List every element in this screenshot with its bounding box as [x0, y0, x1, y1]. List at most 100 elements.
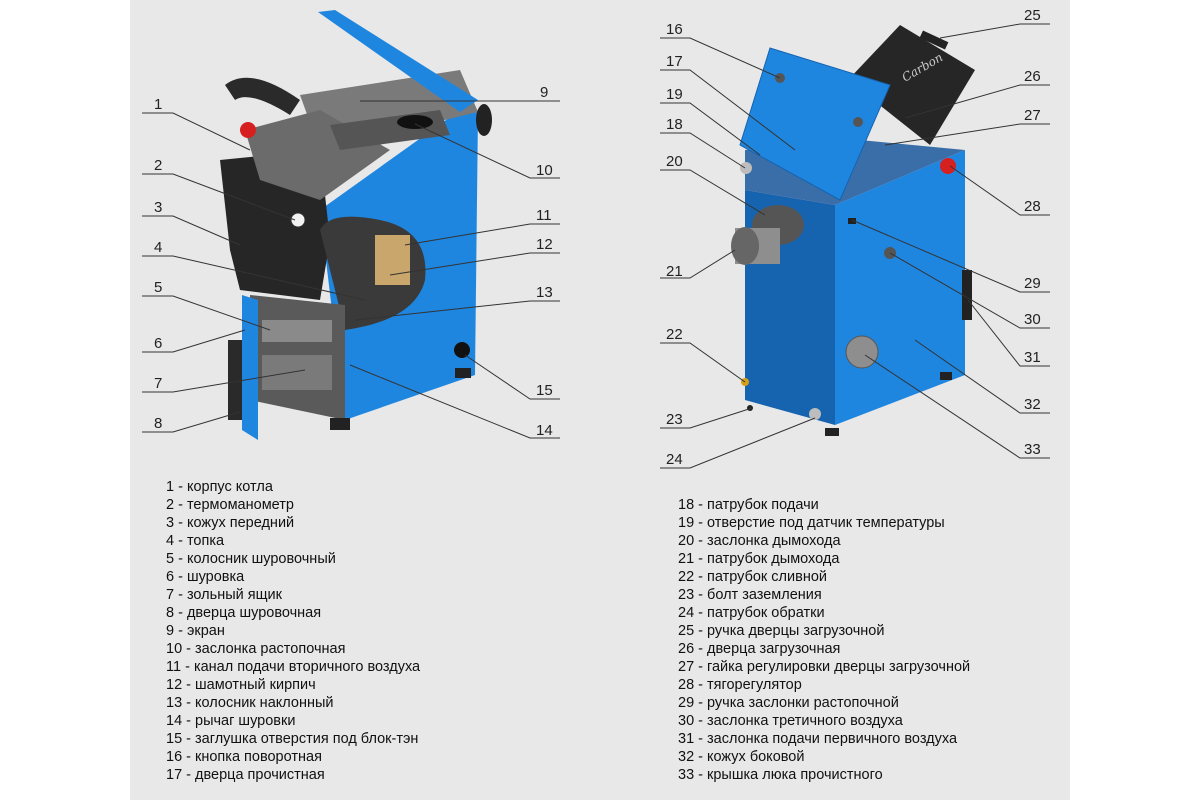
boiler-foot — [825, 428, 839, 436]
lid-handle — [225, 77, 300, 115]
boiler-rear-view: Carbon — [731, 25, 975, 436]
leader-26 — [904, 84, 1050, 119]
callout-22: 22 — [666, 326, 683, 343]
callout-6: 6 — [154, 335, 162, 352]
leader-20 — [660, 169, 766, 216]
leader-14 — [349, 364, 560, 439]
legend-item-22: 22 - патрубок сливной — [678, 569, 827, 585]
callout-4: 4 — [154, 239, 162, 256]
thermomanometer — [290, 212, 306, 228]
chimney-opening — [731, 227, 759, 265]
legend-item-26: 26 - дверца загрузочная — [678, 641, 841, 657]
grate — [262, 320, 332, 342]
legend-item-15: 15 - заглушка отверстия под блок-тэн — [166, 731, 419, 747]
boiler-foot — [330, 418, 350, 430]
legend-item-8: 8 - дверца шуровочная — [166, 605, 322, 621]
legend-item-5: 5 - колосник шуровочный — [166, 551, 336, 567]
callout-12: 12 — [536, 236, 553, 253]
leader-19 — [660, 102, 761, 156]
fire-brick — [375, 235, 410, 285]
callout-30: 30 — [1024, 311, 1041, 328]
legend-item-2: 2 - термоманометр — [166, 497, 294, 513]
legend-item-13: 13 - колосник наклонный — [166, 695, 334, 711]
legend-item-18: 18 - патрубок подачи — [678, 497, 819, 513]
legend-item-9: 9 - экран — [166, 623, 225, 639]
cleaning-hatch-door — [739, 47, 891, 201]
leader-27 — [884, 123, 1050, 146]
red-knob — [240, 122, 256, 138]
leader-29 — [851, 219, 1050, 293]
legend-item-32: 32 - кожух боковой — [678, 749, 805, 765]
draft-regulator — [940, 158, 956, 174]
legend-item-27: 27 - гайка регулировки дверцы загрузочно… — [678, 659, 971, 675]
rotary-knob — [853, 117, 863, 127]
legend-item-3: 3 - кожух передний — [166, 515, 295, 531]
callout-18: 18 — [666, 116, 683, 133]
leader-23 — [660, 407, 753, 429]
leader-28 — [949, 165, 1050, 216]
boiler-foot — [940, 372, 952, 380]
leader-25 — [939, 23, 1050, 39]
leader-22 — [660, 342, 746, 383]
legend-item-10: 10 - заслонка растопочная — [166, 641, 346, 657]
cleaning-hatch-cover — [845, 335, 879, 369]
heater-plug — [454, 342, 470, 358]
boiler-foot — [455, 368, 471, 378]
legend-left: 1 - корпус котла 2 - термоманометр 3 - к… — [166, 478, 420, 784]
legend-item-33: 33 - крышка люка прочистного — [678, 767, 883, 783]
callouts-right: 16 17 18 19 20 21 22 23 24 25 26 27 28 2… — [666, 7, 1041, 468]
legend-item-14: 14 - рычаг шуровки — [166, 713, 296, 729]
legend-item-11: 11 - канал подачи вторичного воздуха — [166, 659, 421, 675]
callouts-left: 1 2 3 4 5 6 7 8 9 10 11 12 13 14 15 — [154, 84, 553, 439]
legend-item-29: 29 - ручка заслонки растопочной — [678, 695, 899, 711]
callout-3: 3 — [154, 199, 162, 216]
boiler-front-view — [220, 10, 492, 440]
legend-item-30: 30 - заслонка третичного воздуха — [678, 713, 903, 729]
legend-item-24: 24 - патрубок обратки — [678, 605, 825, 621]
leader-16 — [660, 37, 781, 79]
callout-28: 28 — [1024, 198, 1041, 215]
leader-lines-right — [660, 23, 1050, 469]
primary-air-flap — [962, 270, 972, 320]
legend-item-23: 23 - болт заземления — [678, 587, 822, 603]
legend-item-31: 31 - заслонка подачи первичного воздуха — [678, 731, 958, 747]
callout-5: 5 — [154, 279, 162, 296]
leader-5 — [142, 295, 271, 331]
cleaning-door — [242, 295, 258, 440]
callout-33: 33 — [1024, 441, 1041, 458]
legend-item-12: 12 - шамотный кирпич — [166, 677, 316, 693]
callout-10: 10 — [536, 162, 553, 179]
leader-10 — [414, 123, 560, 179]
leader-31 — [967, 299, 1050, 367]
callout-24: 24 — [666, 451, 683, 468]
leader-3 — [142, 215, 241, 246]
legend-item-20: 20 - заслонка дымохода — [678, 533, 841, 549]
callout-8: 8 — [154, 415, 162, 432]
callout-32: 32 — [1024, 396, 1041, 413]
callout-2: 2 — [154, 157, 162, 174]
ground-bolt — [747, 405, 753, 411]
back-pipe — [476, 104, 492, 136]
callout-7: 7 — [154, 375, 162, 392]
legend-item-6: 6 - шуровка — [166, 569, 245, 585]
callout-20: 20 — [666, 153, 683, 170]
legend-item-28: 28 - тягорегулятор — [678, 677, 802, 693]
callout-17: 17 — [666, 53, 683, 70]
leader-17 — [660, 69, 796, 151]
callout-26: 26 — [1024, 68, 1041, 85]
leader-24 — [660, 417, 816, 469]
leader-8 — [142, 411, 241, 433]
leader-13 — [354, 300, 560, 321]
leader-lines-left — [142, 100, 560, 439]
callout-13: 13 — [536, 284, 553, 301]
leader-30 — [889, 252, 1050, 329]
leader-12 — [389, 252, 560, 276]
callout-9: 9 — [540, 84, 548, 101]
callout-1: 1 — [154, 96, 162, 113]
callout-27: 27 — [1024, 107, 1041, 124]
callout-16: 16 — [666, 21, 683, 38]
callout-29: 29 — [1024, 275, 1041, 292]
legend-item-25: 25 - ручка дверцы загрузочной — [678, 623, 885, 639]
callout-25: 25 — [1024, 7, 1041, 24]
